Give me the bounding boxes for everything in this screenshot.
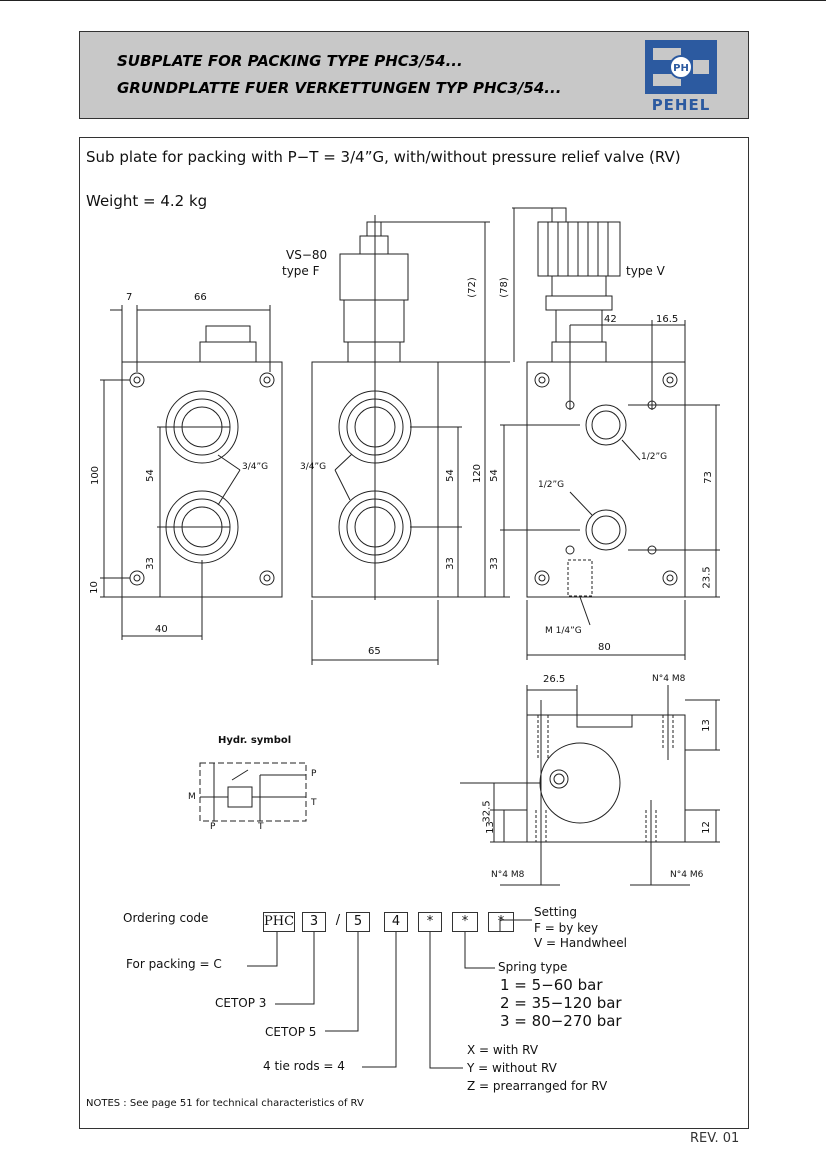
description-text: Sub plate for packing with P−T = 3/4”G, …	[86, 148, 681, 166]
dim-80: 80	[598, 642, 611, 653]
title-german: GRUNDPLATTE FUER VERKETTUNGEN TYP PHC3/5…	[117, 79, 562, 97]
thread-m14g: M 1/4”G	[545, 626, 582, 636]
dim-73: 73	[702, 471, 714, 484]
hydr-port-p-right: P	[311, 769, 317, 779]
rv-y: Y = without RV	[467, 1061, 557, 1075]
svg-text:PH: PH	[673, 63, 689, 74]
type-v-label: type V	[626, 264, 665, 278]
tie-rods-label: 4 tie rods = 4	[263, 1059, 345, 1073]
cetop3-label: CETOP 3	[215, 996, 267, 1010]
title-banner: SUBPLATE FOR PACKING TYPE PHC3/54... GRU…	[79, 31, 749, 119]
dim-7: 7	[126, 292, 133, 303]
hydr-port-t-bottom: T	[258, 822, 264, 832]
hydr-symbol-box	[199, 762, 307, 822]
dim-78: (78)	[498, 277, 510, 298]
dim-33-right: 33	[488, 557, 500, 570]
code-box-4: 4	[384, 912, 408, 932]
n4-m8-bottom: N°4 M8	[491, 870, 525, 880]
thread-1-2g-bottom: 1/2”G	[538, 480, 565, 490]
dim-54-left: 54	[144, 469, 156, 482]
setting-v: V = Handwheel	[534, 936, 628, 950]
dim-26-5: 26.5	[543, 674, 566, 685]
hydr-symbol-title: Hydr. symbol	[218, 735, 292, 746]
spring-3: 3 = 80−270 bar	[500, 1012, 622, 1030]
dim-66: 66	[194, 292, 207, 303]
dim-10: 10	[88, 581, 100, 594]
dim-23-5: 23.5	[701, 566, 713, 589]
dim-13-bottom: 13	[484, 821, 496, 834]
thread-1-2g-top: 1/2”G	[641, 452, 668, 462]
dim-40: 40	[155, 624, 168, 635]
code-box-3: 3	[302, 912, 326, 932]
code-box-spring: *	[452, 912, 478, 932]
dim-32-5: 32.5	[481, 800, 493, 823]
setting-f: F = by key	[534, 921, 599, 935]
section-view-plate	[526, 714, 686, 843]
dim-100: 100	[90, 465, 102, 486]
code-box-phc: PHC	[263, 912, 295, 932]
cetop5-label: CETOP 5	[265, 1025, 317, 1039]
pehel-logo-mark: PH	[645, 40, 717, 94]
revision-label: REV. 01	[690, 1131, 740, 1146]
hydr-port-m: M	[188, 792, 196, 802]
setting-title: Setting	[534, 905, 577, 919]
code-box-5: 5	[346, 912, 370, 932]
code-box-slash: /	[335, 913, 341, 928]
code-box-rv: *	[418, 912, 442, 932]
weight-text: Weight = 4.2 kg	[86, 192, 208, 210]
code-box-setting: *	[488, 912, 514, 932]
ordering-code-title: Ordering code	[123, 911, 209, 925]
dim-65: 65	[368, 646, 381, 657]
hydr-port-p-bottom: P	[210, 822, 216, 832]
thread-3-4g-left: 3/4”G	[242, 462, 269, 472]
dim-120: 120	[472, 463, 484, 484]
dim-42: 42	[604, 314, 617, 325]
dim-54-right: 54	[488, 469, 500, 482]
vs80-label: VS−80	[286, 248, 328, 262]
title-english: SUBPLATE FOR PACKING TYPE PHC3/54...	[117, 52, 463, 70]
notes-text: NOTES : See page 51 for technical charac…	[86, 1098, 364, 1109]
for-packing-label: For packing = C	[126, 957, 222, 971]
hydr-port-t-right: T	[311, 798, 317, 808]
pehel-logo: PH PEHEL	[643, 40, 719, 114]
rv-x: X = with RV	[467, 1043, 539, 1057]
spring-1: 1 = 5−60 bar	[500, 976, 603, 994]
dim-72: (72)	[466, 277, 478, 298]
dim-33-middle: 33	[444, 557, 456, 570]
dim-54-middle: 54	[444, 469, 456, 482]
rv-z: Z = prearranged for RV	[467, 1079, 608, 1093]
n4-m6: N°4 M6	[670, 870, 704, 880]
logo-wordmark: PEHEL	[651, 96, 711, 114]
dim-13-top: 13	[700, 719, 712, 732]
spring-2: 2 = 35−120 bar	[500, 994, 622, 1012]
dim-12: 12	[700, 821, 712, 834]
thread-3-4g-middle: 3/4”G	[300, 462, 327, 472]
drawing-frame	[79, 137, 749, 1129]
vs80-type-label: type F	[282, 264, 320, 278]
top-rule	[0, 0, 826, 1]
spring-type-title: Spring type	[498, 960, 568, 974]
dim-16-5: 16.5	[656, 314, 679, 325]
n4-m8-top: N°4 M8	[652, 674, 686, 684]
dim-33-left: 33	[144, 557, 156, 570]
